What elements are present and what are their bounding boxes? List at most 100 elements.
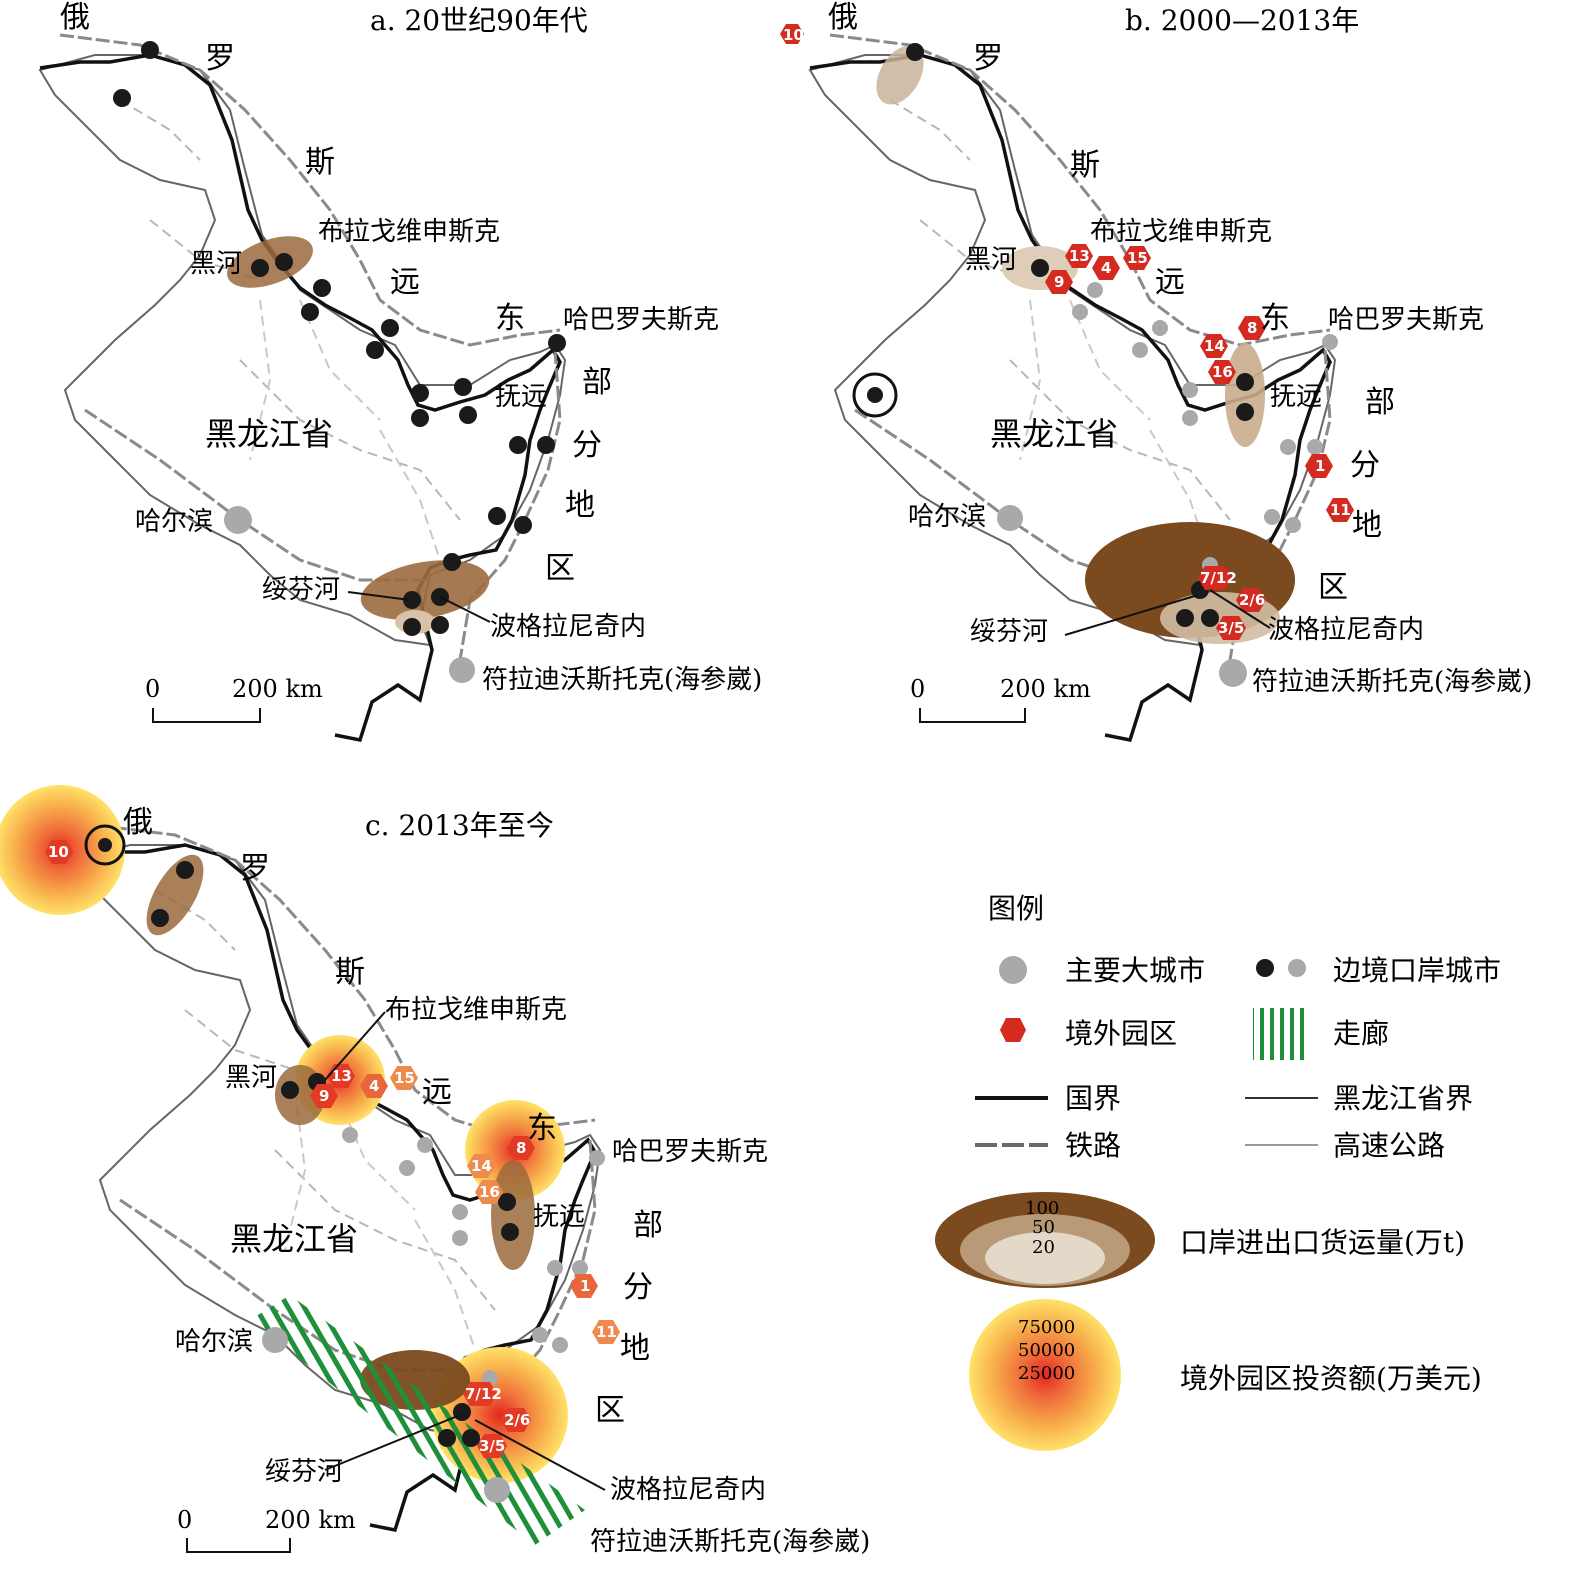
- map-polygon: [1238, 316, 1266, 340]
- map-label: 11: [596, 1323, 617, 1341]
- map-label: 分: [1350, 448, 1380, 483]
- map-circle: [498, 1193, 516, 1211]
- map-label: 15: [394, 1069, 415, 1087]
- map-polygon: [1123, 246, 1151, 270]
- map-line: [439, 596, 491, 623]
- map-circle: [572, 1260, 588, 1276]
- map-circle: [969, 1299, 1121, 1451]
- map-label: 8: [516, 1139, 526, 1157]
- map-g: 0 200 km: [177, 1506, 356, 1553]
- map-g: 10 13 4 15 9 8 14 16 1 11 7/12 2/6 3/5: [45, 840, 620, 1458]
- map-circle: [381, 319, 399, 337]
- map-label: 16: [1212, 363, 1233, 381]
- border-city-icon: [1256, 959, 1274, 977]
- map-polygon: [475, 1180, 503, 1204]
- map-circle: [1280, 439, 1296, 455]
- map-label: 11: [1330, 501, 1351, 519]
- map-circle: [906, 43, 924, 61]
- map-circle: [1031, 259, 1049, 277]
- ru-char: 罗: [205, 41, 235, 76]
- map-circle: [275, 253, 293, 271]
- label-harbin: 哈尔滨: [135, 507, 213, 537]
- map-circle: [431, 616, 449, 634]
- map-label: 9: [1054, 273, 1064, 291]
- ru-char: 东: [495, 301, 525, 336]
- map-label: 境外园区: [1065, 1017, 1177, 1050]
- map-polygon: [1092, 256, 1120, 280]
- map-label: 部: [1365, 385, 1395, 420]
- label-suifenhe: 绥芬河: [262, 575, 340, 605]
- map-label: 13: [1069, 247, 1090, 265]
- map-label: 1: [580, 1277, 590, 1295]
- map-label: 4: [1101, 259, 1111, 277]
- map-label: 黑龙江省界: [1333, 1082, 1473, 1115]
- label-pogr: 波格拉尼奇内: [490, 612, 646, 642]
- ru-char: 分: [572, 428, 602, 463]
- map-circle: [459, 406, 477, 424]
- map-label: 远: [422, 1075, 452, 1110]
- map-label: 绥芬河: [265, 1457, 343, 1487]
- map-label: 0: [177, 1506, 192, 1534]
- map-ellipse: [1225, 343, 1265, 447]
- map-label: 东: [527, 1111, 557, 1146]
- map-circle: [313, 279, 331, 297]
- map-circle: [514, 516, 532, 534]
- map-circle: [1285, 517, 1301, 533]
- map-circle: [552, 1337, 568, 1353]
- map-label: 区: [1318, 570, 1348, 605]
- map-circle: [411, 409, 429, 427]
- map-circle: [548, 334, 566, 352]
- map-circle: [1132, 342, 1148, 358]
- map-label: 地: [1352, 508, 1382, 543]
- map-label: 俄: [828, 0, 858, 35]
- map-label: 波格拉尼奇内: [610, 1475, 766, 1505]
- map-circle: [1087, 282, 1103, 298]
- map-label: 14: [471, 1157, 492, 1175]
- map-polygon: [592, 1320, 620, 1344]
- map-label: 分: [623, 1270, 653, 1305]
- map-circle: [1236, 403, 1254, 421]
- map-circle: [547, 1260, 563, 1276]
- map-label: 走廊: [1333, 1017, 1389, 1050]
- map-circle: [509, 436, 527, 454]
- map-line: [324, 1011, 386, 1081]
- map-label: 境外园区投资额(万美元): [1180, 1362, 1482, 1395]
- map-polygon: [507, 1136, 535, 1160]
- map-circle: [342, 1127, 358, 1143]
- map-label: 200 km: [232, 675, 323, 703]
- map-ellipse: [491, 1160, 535, 1270]
- map-polygon: [45, 840, 73, 864]
- map-polygon: [1065, 244, 1093, 268]
- map-label: 俄: [123, 805, 153, 840]
- map-circle: [301, 303, 319, 321]
- ru-char: 部: [582, 365, 612, 400]
- map-circle: [1176, 609, 1194, 627]
- map-circle: [141, 41, 159, 59]
- map-label: 200 km: [1000, 675, 1091, 703]
- map-label: 10: [783, 26, 804, 44]
- map-label: 15: [1127, 249, 1148, 267]
- map-line: [1064, 594, 1199, 636]
- map-g: 0 200 km: [910, 675, 1091, 723]
- legend-title: 图例: [988, 892, 1044, 925]
- map-label: 黑龙江省: [230, 1220, 358, 1258]
- map-label: 4: [369, 1077, 379, 1095]
- map-label: 符拉迪沃斯托克(海参崴): [1252, 667, 1532, 697]
- map-circle: [1201, 609, 1219, 627]
- map-label: 黑龙江省: [990, 415, 1118, 453]
- map-ellipse: [985, 1232, 1105, 1284]
- map-circle: [532, 1327, 548, 1343]
- label-province: 黑龙江省: [205, 415, 333, 453]
- map-polygon: [310, 1084, 338, 1108]
- map-polygon: [1208, 360, 1236, 384]
- map-label: 2/6: [1239, 591, 1265, 609]
- map-label: 罗: [240, 851, 270, 886]
- map-circle: [113, 89, 131, 107]
- map-label: 绥芬河: [970, 617, 1048, 647]
- map-label: 0: [910, 675, 925, 703]
- map-line: [474, 1419, 606, 1491]
- map-label: 9: [319, 1087, 329, 1105]
- map-path: [152, 708, 261, 723]
- map-label: 3/5: [1218, 619, 1244, 637]
